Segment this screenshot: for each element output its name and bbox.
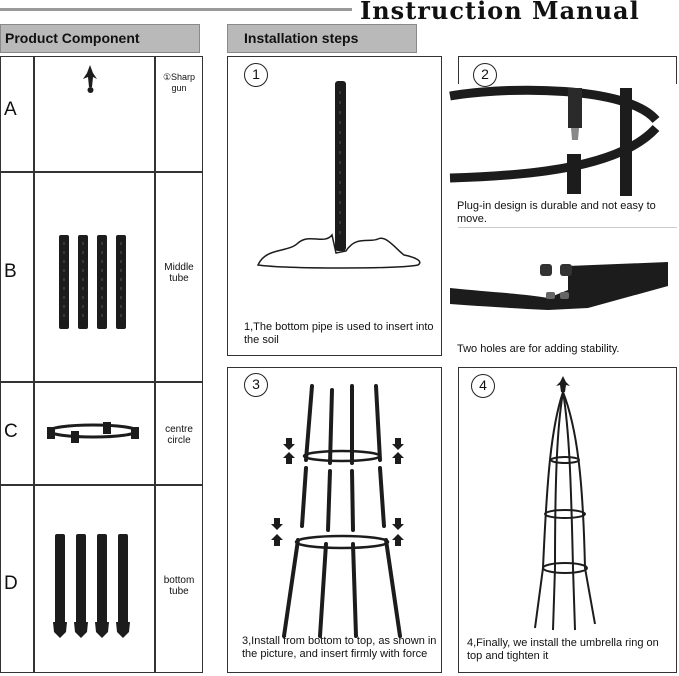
component-name-a: ①Sharp gun	[162, 72, 196, 93]
row-label-d: D	[4, 573, 18, 594]
component-name-d: bottom tube	[163, 575, 195, 597]
step-number: 1	[244, 63, 268, 87]
step-3-caption: 3,Install from bottom to top, as shown i…	[242, 635, 437, 660]
table-divider	[1, 171, 202, 173]
row-label-a: A	[4, 99, 17, 120]
middle-tube-icon	[59, 235, 126, 329]
sharp-gun-icon	[83, 65, 97, 93]
product-component-header: Product Component	[0, 24, 200, 53]
obelisk-trellis-icon	[534, 376, 596, 631]
step-4-caption: 4,Finally, we install the umbrella ring …	[467, 637, 659, 662]
page-title: Instruction Manual	[360, 0, 640, 25]
step-number: 3	[244, 373, 268, 397]
step-2-caption-bottom: Two holes are for adding stability.	[457, 343, 620, 355]
soil-stake-icon	[256, 81, 421, 269]
bottom-tube-icon	[53, 534, 130, 638]
plug-in-ring-icon	[449, 85, 668, 310]
step-number: 2	[473, 63, 497, 87]
step-number: 4	[471, 374, 495, 398]
row-label-c: C	[4, 421, 18, 442]
step-1-panel: 1 1,The bottom pipe is used to insert in…	[227, 56, 442, 356]
step-2-caption-top: Plug-in design is durable and not easy t…	[457, 200, 656, 225]
title-rule	[0, 8, 352, 11]
step-2-divider	[458, 227, 677, 228]
assembly-diagram-icon	[271, 384, 404, 638]
component-table: A B C D ①Sharp gun Middle tube centre ci…	[0, 56, 203, 673]
table-divider	[1, 381, 202, 383]
centre-circle-icon	[47, 422, 139, 443]
table-divider	[33, 57, 35, 672]
installation-steps-header: Installation steps	[227, 24, 417, 53]
step-4-panel: 4 4,Finally, we install the umbrella rin…	[458, 367, 677, 673]
table-divider	[154, 57, 156, 672]
table-divider	[1, 484, 202, 486]
row-label-b: B	[4, 261, 17, 282]
step-3-panel: 3 3,Install	[227, 367, 442, 673]
component-name-b: Middle tube	[164, 262, 194, 284]
step-1-caption: 1,The bottom pipe is used to insert into…	[244, 321, 434, 346]
step-2-panel: 2	[458, 56, 677, 87]
component-name-c: centre circle	[165, 424, 193, 446]
